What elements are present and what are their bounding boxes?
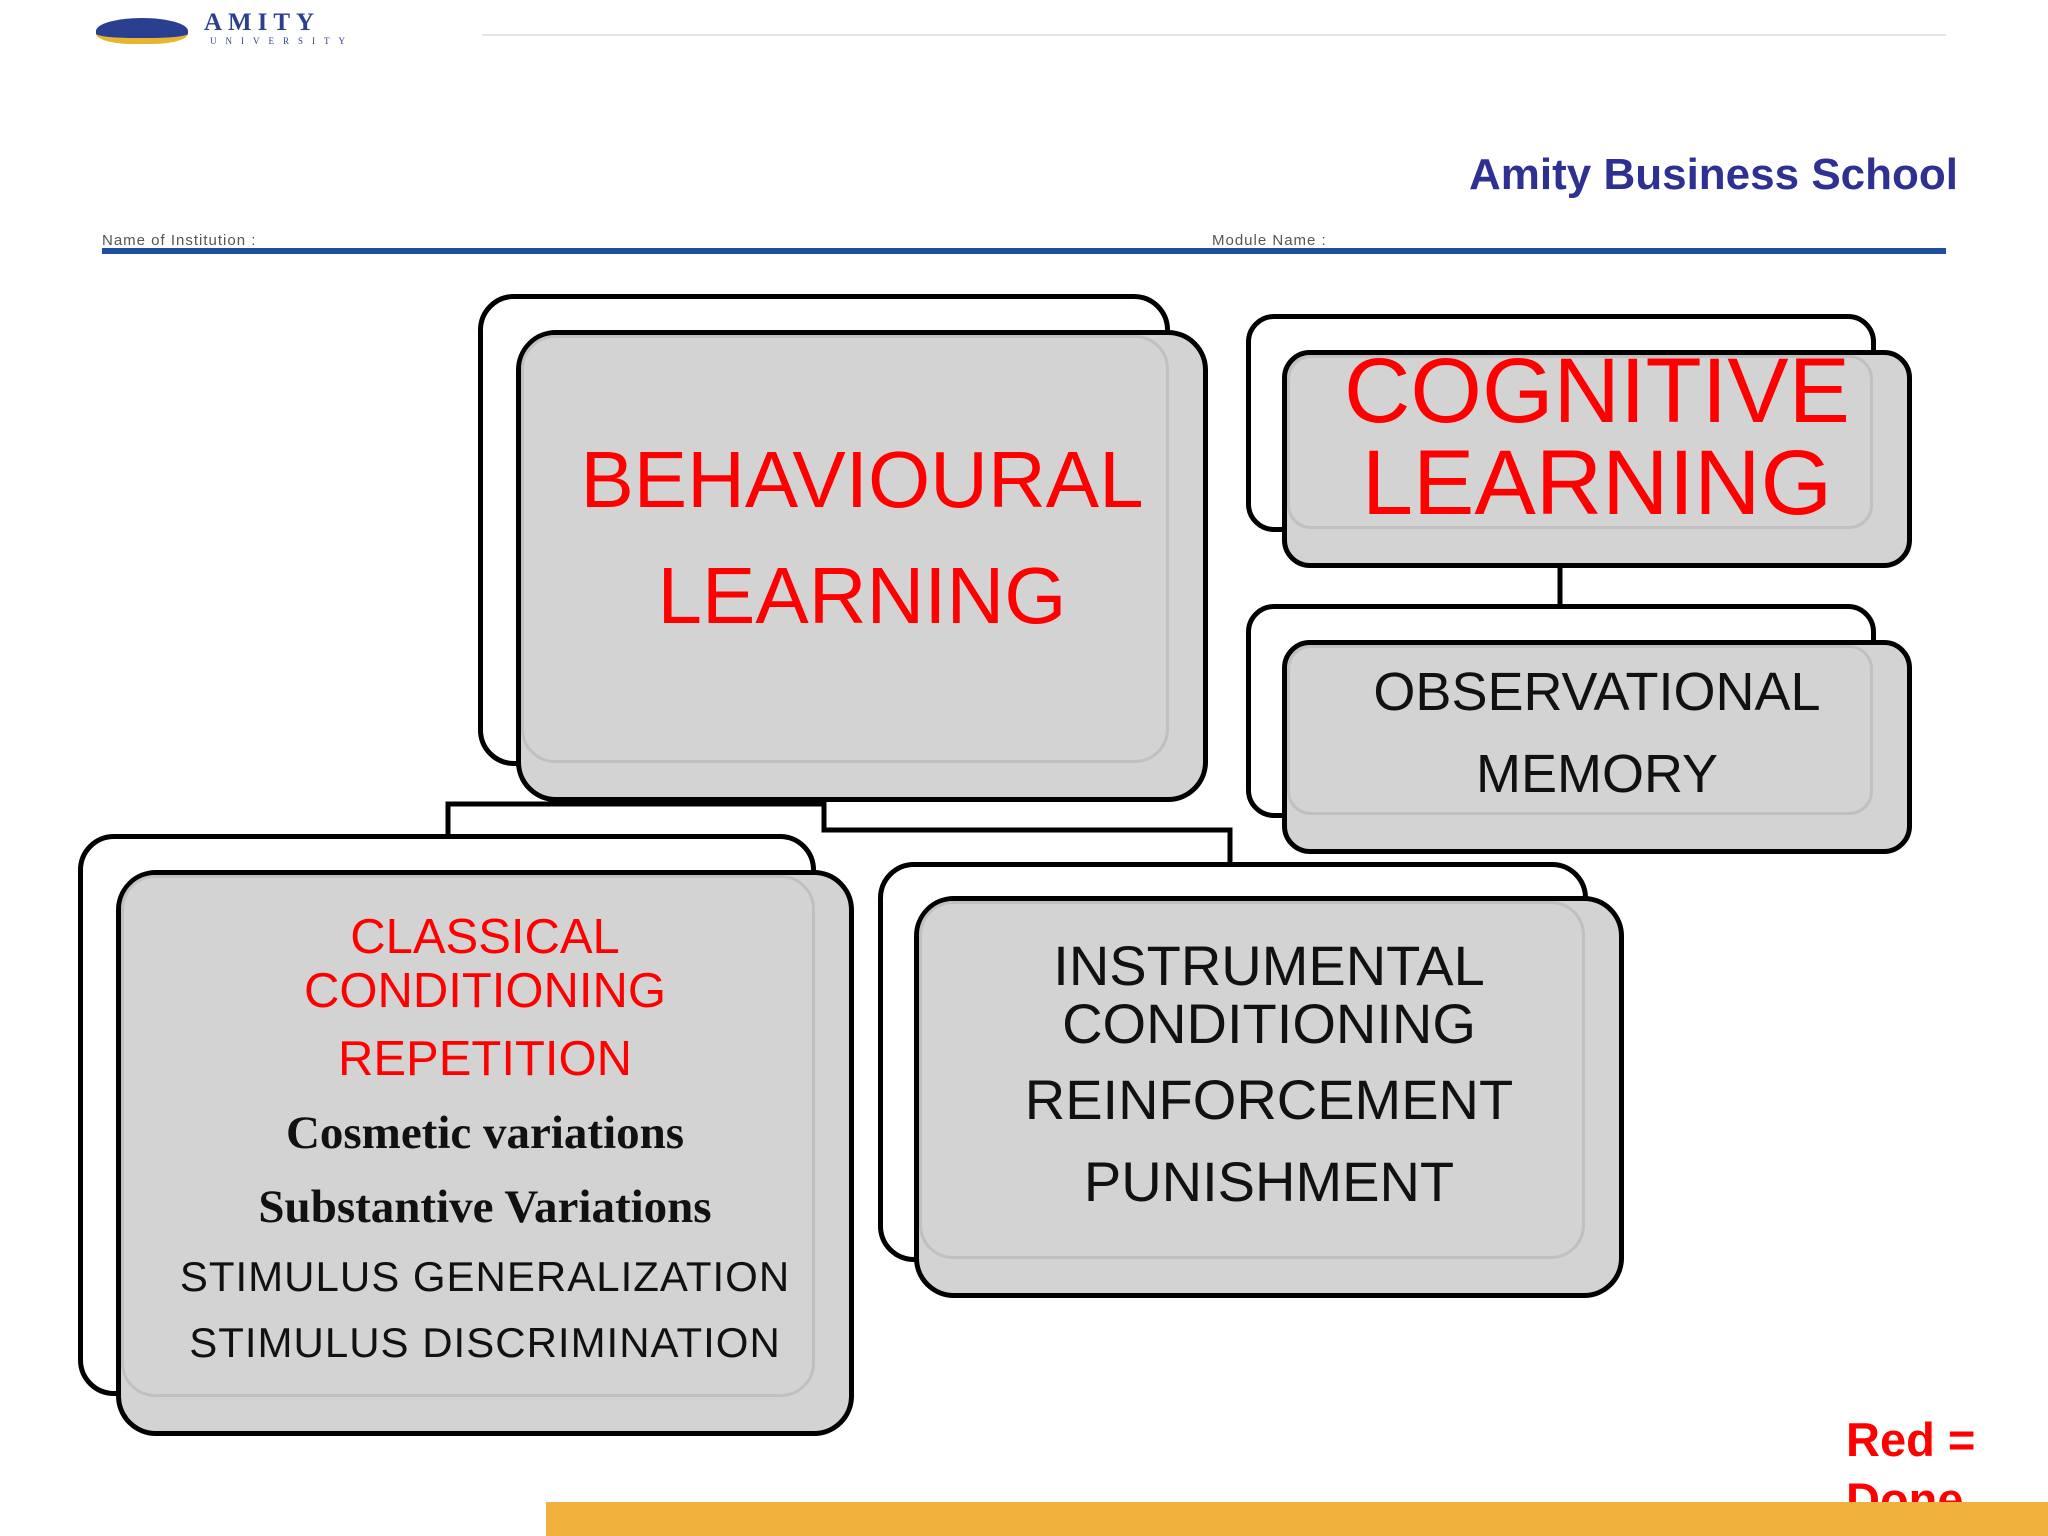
classical-line6: STIMULUS GENERALIZATION <box>179 1253 791 1300</box>
footer-bar <box>546 1502 2048 1536</box>
classical-line3: REPETITION <box>337 1032 633 1086</box>
instrumental-line1: INSTRUMENTAL <box>1053 934 1485 997</box>
classical-line5: Substantive Variations <box>258 1181 712 1233</box>
observational-memory-box: OBSERVATIONAL MEMORY <box>1282 640 1912 854</box>
amity-logo: AMITY UNIVERSITY <box>96 9 446 46</box>
observational-line1: OBSERVATIONAL <box>1373 662 1821 722</box>
module-label: Module Name : <box>1212 232 1327 249</box>
instrumental-line3: REINFORCEMENT <box>1024 1068 1514 1131</box>
behavioural-line1: BEHAVIOURAL <box>580 435 1144 524</box>
cognitive-line1: COGNITIVE <box>1343 340 1851 442</box>
classical-line2: CONDITIONING <box>303 964 667 1018</box>
institution-label: Name of Institution : <box>102 232 257 249</box>
cognitive-line2: LEARNING <box>1361 432 1833 534</box>
logo-subtext: UNIVERSITY <box>210 36 354 46</box>
header-blue-rule <box>102 248 1946 254</box>
behavioural-learning-box: BEHAVIOURAL LEARNING <box>516 330 1208 802</box>
instrumental-conditioning-box: INSTRUMENTAL CONDITIONING REINFORCEMENT … <box>914 896 1624 1298</box>
header-divider <box>482 34 1946 36</box>
logo-wordmark: AMITY <box>204 9 321 36</box>
observational-line2: MEMORY <box>1475 744 1719 804</box>
classical-conditioning-box: CLASSICAL CONDITIONING REPETITION Cosmet… <box>116 870 854 1436</box>
red-note-line1: Red = <box>1846 1413 1976 1466</box>
cognitive-learning-box: COGNITIVE LEARNING <box>1282 345 1912 568</box>
instrumental-line4: PUNISHMENT <box>1083 1150 1455 1213</box>
classical-line1: CLASSICAL <box>350 910 620 964</box>
instrumental-line2: CONDITIONING <box>1062 992 1476 1055</box>
behavioural-line2: LEARNING <box>657 551 1067 640</box>
amity-crest-icon <box>96 18 188 44</box>
classical-line4: Cosmetic variations <box>285 1107 685 1159</box>
classical-line7: STIMULUS DISCRIMINATION <box>189 1319 781 1366</box>
school-name: Amity Business School <box>1468 150 1958 199</box>
